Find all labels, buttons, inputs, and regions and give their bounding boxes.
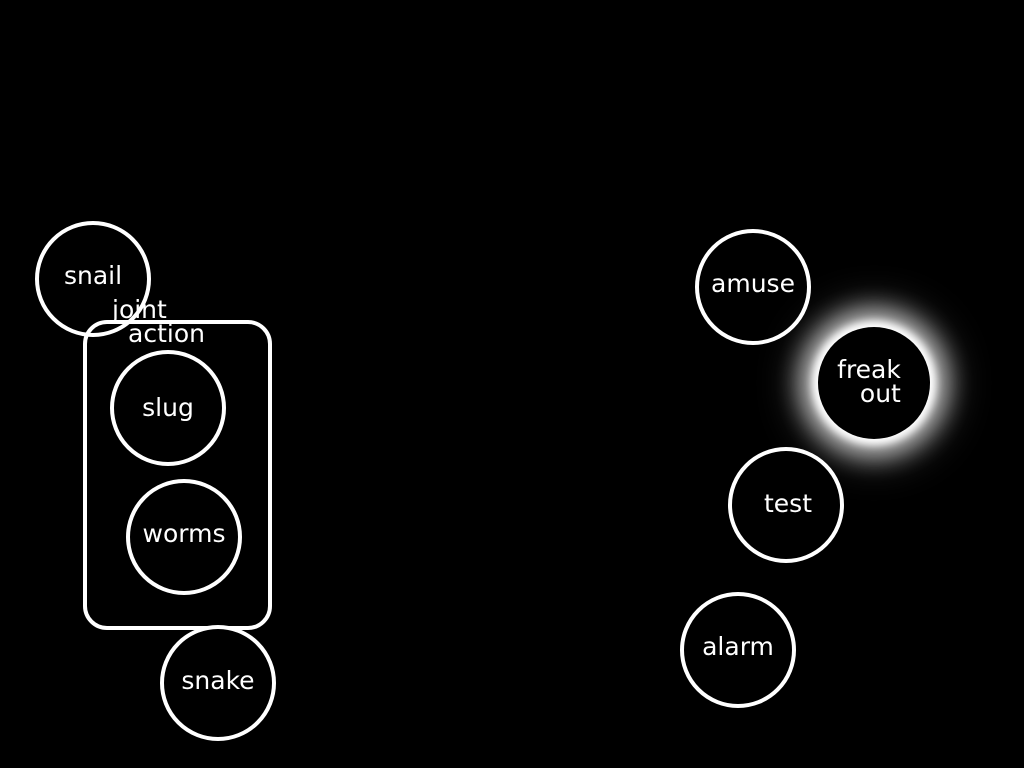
node-freak-out-line1: freak bbox=[837, 355, 901, 384]
node-test-label: test bbox=[763, 489, 812, 518]
node-alarm[interactable]: alarm bbox=[680, 592, 796, 708]
node-alarm-label: alarm bbox=[702, 632, 774, 661]
node-worms-label: worms bbox=[142, 519, 226, 548]
node-snail[interactable]: snail bbox=[35, 221, 151, 337]
group-joint-action-label: joint action bbox=[112, 295, 205, 348]
node-freak-out-label: freak out bbox=[837, 355, 901, 408]
node-amuse-label: amuse bbox=[711, 269, 795, 298]
node-worms[interactable]: worms bbox=[126, 479, 242, 595]
node-slug[interactable]: slug bbox=[110, 350, 226, 466]
group-label-line1: joint bbox=[112, 295, 167, 324]
node-snake-label: snake bbox=[181, 665, 255, 695]
node-snake[interactable]: snake bbox=[160, 625, 276, 741]
node-slug-label: slug bbox=[142, 393, 194, 422]
group-label-line2: action bbox=[128, 319, 205, 348]
node-freak-out-line2: out bbox=[859, 379, 901, 408]
node-freak-out[interactable]: freak out bbox=[818, 327, 930, 439]
group-joint-action[interactable] bbox=[83, 320, 272, 630]
node-test[interactable]: test bbox=[728, 447, 844, 563]
node-snail-label: snail bbox=[63, 261, 123, 290]
node-amuse[interactable]: amuse bbox=[695, 229, 811, 345]
